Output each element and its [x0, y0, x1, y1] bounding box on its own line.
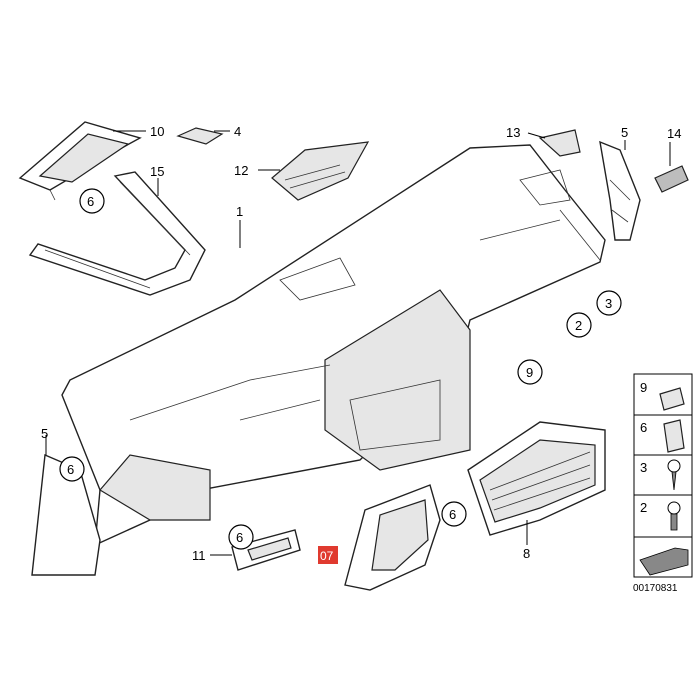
circle-6-left [59, 456, 85, 482]
callout-8: 8 [523, 546, 530, 561]
circled-6-topleft: 6 [87, 194, 94, 209]
circled-6-bottom: 6 [236, 530, 243, 545]
legend-item-9: 9 [640, 380, 647, 395]
part-10-trim-frame [18, 121, 142, 201]
circle-2 [566, 312, 592, 338]
callout-1: 1 [236, 204, 243, 219]
circle-6-topleft [79, 188, 105, 214]
callout-5-top: 5 [621, 125, 628, 140]
callout-12: 12 [234, 163, 248, 178]
callout-5-left: 5 [41, 426, 48, 441]
highlight-07-box [318, 546, 338, 564]
part-13-vent [538, 129, 581, 157]
legend-icon-nut [659, 387, 685, 411]
part-5-side-panel-right [599, 140, 641, 241]
part-07-console-trim [344, 484, 441, 591]
callout-10: 10 [150, 124, 164, 139]
part-8-center-vent [467, 421, 606, 536]
part-15-bracket [28, 171, 206, 296]
callout-13: 13 [506, 125, 520, 140]
legend-icon-clip [663, 419, 685, 453]
callout-15: 15 [150, 164, 164, 179]
part-5-side-panel-left [31, 453, 101, 576]
legend-icon-screw [667, 459, 681, 491]
callout-14: 14 [667, 126, 681, 141]
part-11-trim [231, 529, 301, 571]
circled-6-vent: 6 [449, 507, 456, 522]
circled-3: 3 [605, 296, 612, 311]
circled-6-left: 6 [67, 462, 74, 477]
circled-9: 9 [526, 365, 533, 380]
part-12-speaker-grille [271, 141, 370, 201]
legend-item-2: 2 [640, 500, 647, 515]
callout-11: 11 [192, 548, 206, 563]
part-4-pad [176, 127, 224, 145]
leader-13 [527, 132, 546, 139]
legend-arrow-icon [639, 547, 689, 576]
circle-6-bottom [228, 524, 254, 550]
circle-9 [517, 359, 543, 385]
legend-item-6: 6 [640, 420, 647, 435]
legend-item-3: 3 [640, 460, 647, 475]
highlight-07-label: 07 [320, 549, 334, 563]
circled-2: 2 [575, 318, 582, 333]
circle-6-vent [441, 501, 467, 527]
part-1-dashboard [61, 144, 606, 547]
diagram-id: 00170831 [633, 583, 678, 594]
legend-icon-bolt [667, 501, 681, 531]
legend: 9 6 3 2 [633, 373, 693, 578]
part-14-clip [654, 165, 689, 193]
circle-3 [596, 290, 622, 316]
callout-4: 4 [234, 124, 241, 139]
